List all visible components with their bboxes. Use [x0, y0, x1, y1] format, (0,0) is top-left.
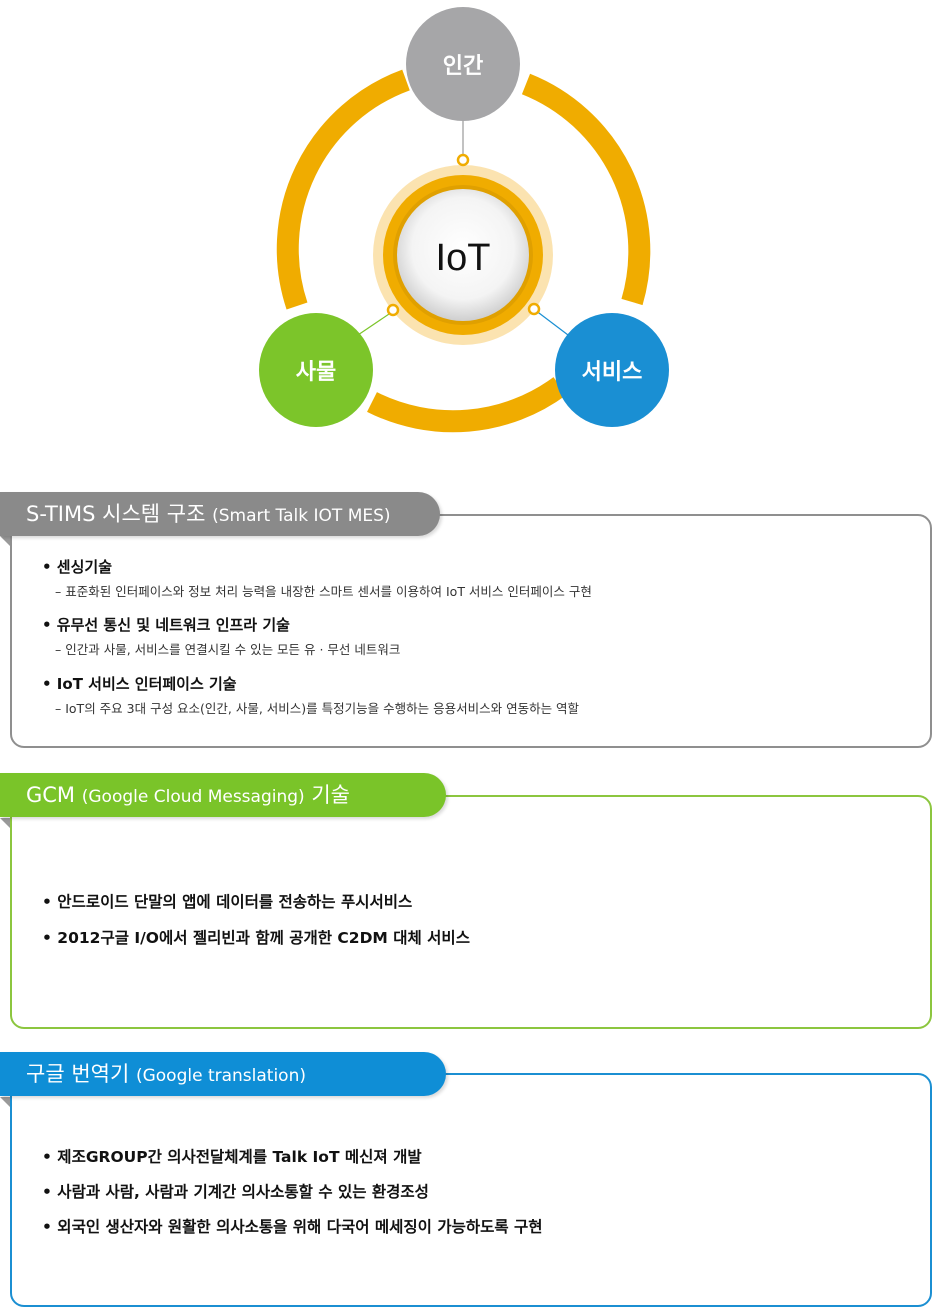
- item-desc: – 표준화된 인터페이스와 정보 처리 능력을 내장한 스마트 센서를 이용하여…: [55, 584, 592, 599]
- iot-diagram: IoT 인간 사물 서비스: [259, 7, 669, 433]
- list-item: • 센싱기술 – 표준화된 인터페이스와 정보 처리 능력을 내장한 스마트 센…: [42, 556, 592, 600]
- node-thing: [259, 313, 373, 427]
- center-disk: [397, 189, 529, 321]
- tab-fold: [0, 536, 10, 546]
- connector-right: [534, 309, 573, 339]
- list-item: • 제조GROUP간 의사전달체계를 Talk IoT 메신져 개발: [42, 1148, 422, 1166]
- section-title-tail: 기술: [311, 783, 350, 807]
- section-title: S-TIMS 시스템 구조: [26, 502, 206, 526]
- list-item: • 사람과 사람, 사람과 기계간 의사소통할 수 있는 환경조성: [42, 1183, 429, 1201]
- section-subtitle: (Smart Talk IOT MES): [212, 506, 391, 526]
- tab-fold: [0, 818, 10, 828]
- node-human: [406, 7, 520, 121]
- section-panel: [10, 1073, 932, 1307]
- section-title: GCM: [26, 783, 76, 807]
- node-service: [555, 313, 669, 427]
- section-title-tab: GCM (Google Cloud Messaging) 기술: [0, 773, 446, 817]
- dot-left: [386, 303, 400, 317]
- outer-ring: [276, 69, 651, 433]
- section-panel: [10, 514, 932, 748]
- node-thing-label: 사물: [296, 360, 336, 385]
- item-desc: – IoT의 주요 3대 구성 요소(인간, 사물, 서비스)를 특정기능을 수…: [55, 701, 580, 716]
- center-label: IoT: [436, 237, 491, 279]
- dot-top: [456, 153, 470, 167]
- item-desc: – 인간과 사물, 서비스를 연결시킬 수 있는 모든 유 · 무선 네트워크: [55, 642, 401, 657]
- node-service-label: 서비스: [582, 360, 643, 385]
- list-item: • 유무선 통신 및 네트워크 인프라 기술 – 인간과 사물, 서비스를 연결…: [42, 614, 400, 658]
- connector-left: [354, 311, 393, 338]
- section-panel: [10, 795, 932, 1029]
- list-item: • IoT 서비스 인터페이스 기술 – IoT의 주요 3대 구성 요소(인간…: [42, 673, 579, 717]
- section-subtitle: (Google Cloud Messaging): [81, 787, 305, 807]
- section-title-tab: S-TIMS 시스템 구조 (Smart Talk IOT MES): [0, 492, 440, 536]
- item-title: • 유무선 통신 및 네트워크 인프라 기술: [42, 616, 290, 634]
- tab-fold: [0, 1097, 10, 1107]
- ring-arc-left: [276, 69, 410, 310]
- list-item: • 외국인 생산자와 원활한 의사소통을 위해 다국어 메세징이 가능하도록 구…: [42, 1218, 543, 1236]
- item-title: • 센싱기술: [42, 558, 113, 576]
- list-item: • 2012구글 I/O에서 젤리빈과 함께 공개한 C2DM 대체 서비스: [42, 929, 470, 947]
- ring-arc-bottom: [367, 377, 567, 433]
- section-subtitle: (Google translation): [135, 1066, 306, 1086]
- section-title: 구글 번역기: [26, 1062, 130, 1086]
- ring-arc-right: [521, 73, 651, 306]
- list-item: • 안드로이드 단말의 앱에 데이터를 전송하는 푸시서비스: [42, 893, 413, 911]
- item-title: • IoT 서비스 인터페이스 기술: [42, 675, 237, 693]
- dot-right: [527, 302, 541, 316]
- section-title-tab: 구글 번역기 (Google translation): [0, 1052, 446, 1096]
- node-human-label: 인간: [443, 54, 483, 79]
